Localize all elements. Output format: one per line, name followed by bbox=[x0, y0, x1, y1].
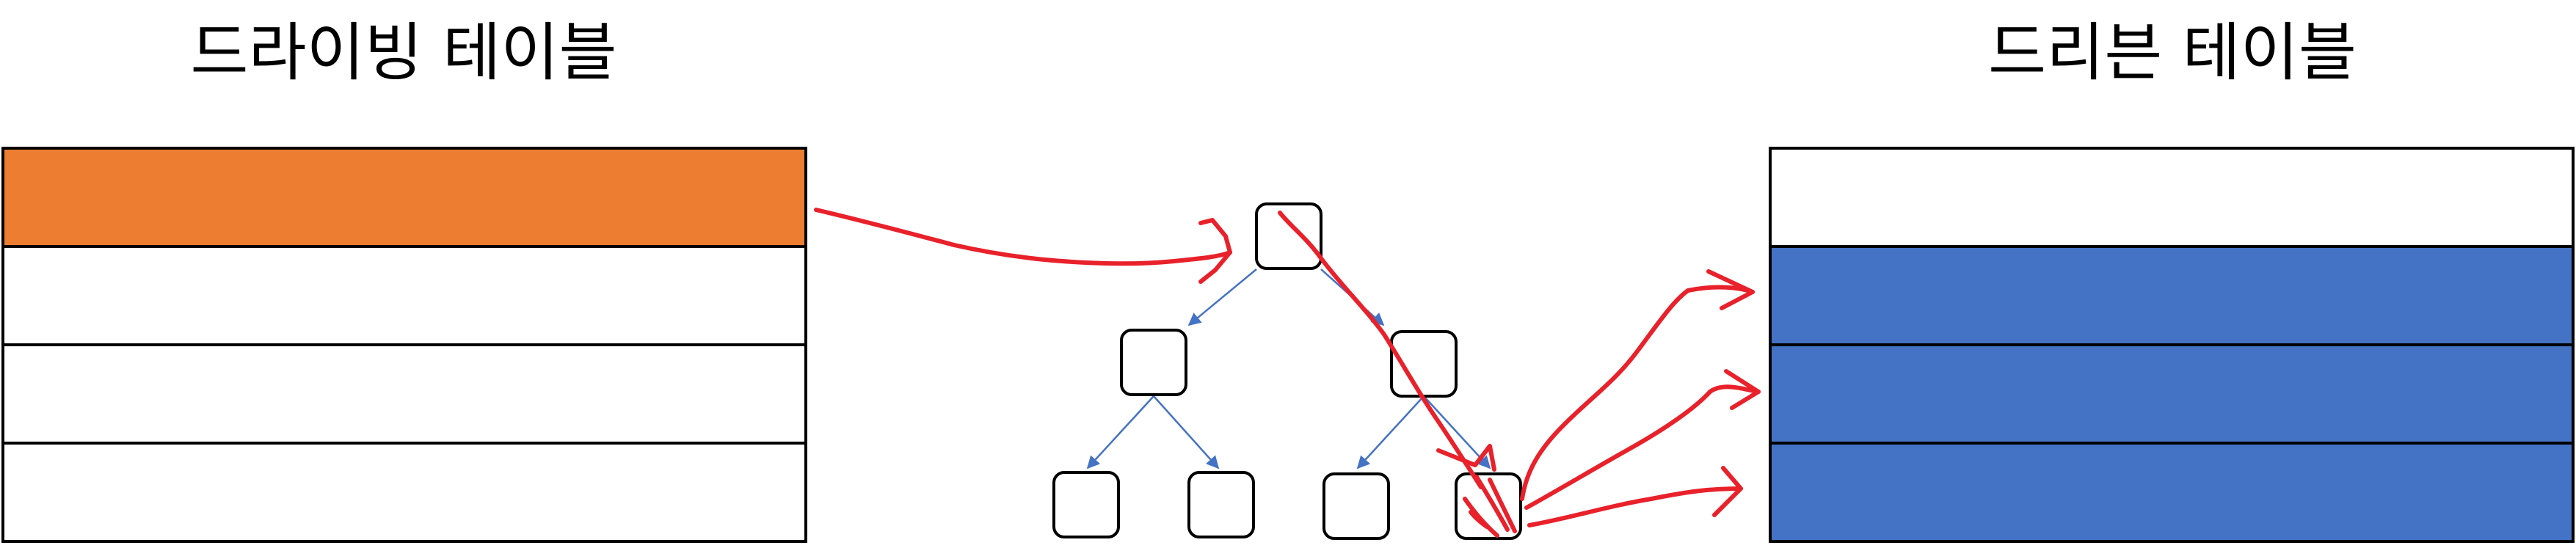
tree-node-leaf bbox=[1052, 471, 1120, 538]
tree-node-leaf bbox=[1187, 471, 1255, 538]
red-arrowhead-row-3 bbox=[1724, 369, 1761, 410]
driving-table-row bbox=[1, 147, 807, 248]
tree-edge bbox=[1187, 268, 1257, 326]
red-arrow-to-driven-row-2 bbox=[1520, 285, 1755, 501]
index-tree-nodes bbox=[1052, 202, 1522, 540]
red-arrowhead bbox=[1198, 218, 1232, 284]
red-arrow-to-driven-row-3 bbox=[1524, 384, 1761, 510]
tree-node-leaf bbox=[1322, 472, 1390, 540]
driven-table bbox=[1769, 147, 2575, 543]
driving-table-title: 드라이빙 테이블 bbox=[190, 16, 617, 89]
red-arrow-index-traversal bbox=[1278, 211, 1483, 489]
driving-table bbox=[1, 147, 807, 543]
red-arrowhead-row-4 bbox=[1712, 466, 1743, 517]
tree-node-root bbox=[1255, 202, 1322, 270]
driven-table-row bbox=[1769, 147, 2575, 248]
tree-edge bbox=[1423, 395, 1491, 470]
driving-table-row bbox=[1, 343, 807, 445]
index-tree-edges bbox=[1086, 268, 1491, 470]
tree-edge bbox=[1086, 395, 1154, 470]
tree-edge bbox=[1153, 395, 1220, 470]
tree-node-branch-left bbox=[1120, 329, 1187, 396]
red-arrowhead-row-2 bbox=[1706, 269, 1755, 310]
driven-table-title: 드리븐 테이블 bbox=[1987, 16, 2357, 89]
driving-table-row bbox=[1, 245, 807, 346]
driven-table-row bbox=[1769, 245, 2575, 346]
red-arrow-to-driven-row-4 bbox=[1527, 486, 1743, 527]
driving-table-row bbox=[1, 442, 807, 543]
red-arrow-leaf-head bbox=[1436, 444, 1496, 472]
driven-table-row bbox=[1769, 442, 2575, 543]
tree-edge bbox=[1356, 395, 1425, 470]
driven-table-row bbox=[1769, 343, 2575, 445]
red-scribble-leaf bbox=[1463, 475, 1517, 538]
red-annotations bbox=[814, 208, 1761, 538]
red-arrow-driving-to-index bbox=[814, 208, 1232, 266]
